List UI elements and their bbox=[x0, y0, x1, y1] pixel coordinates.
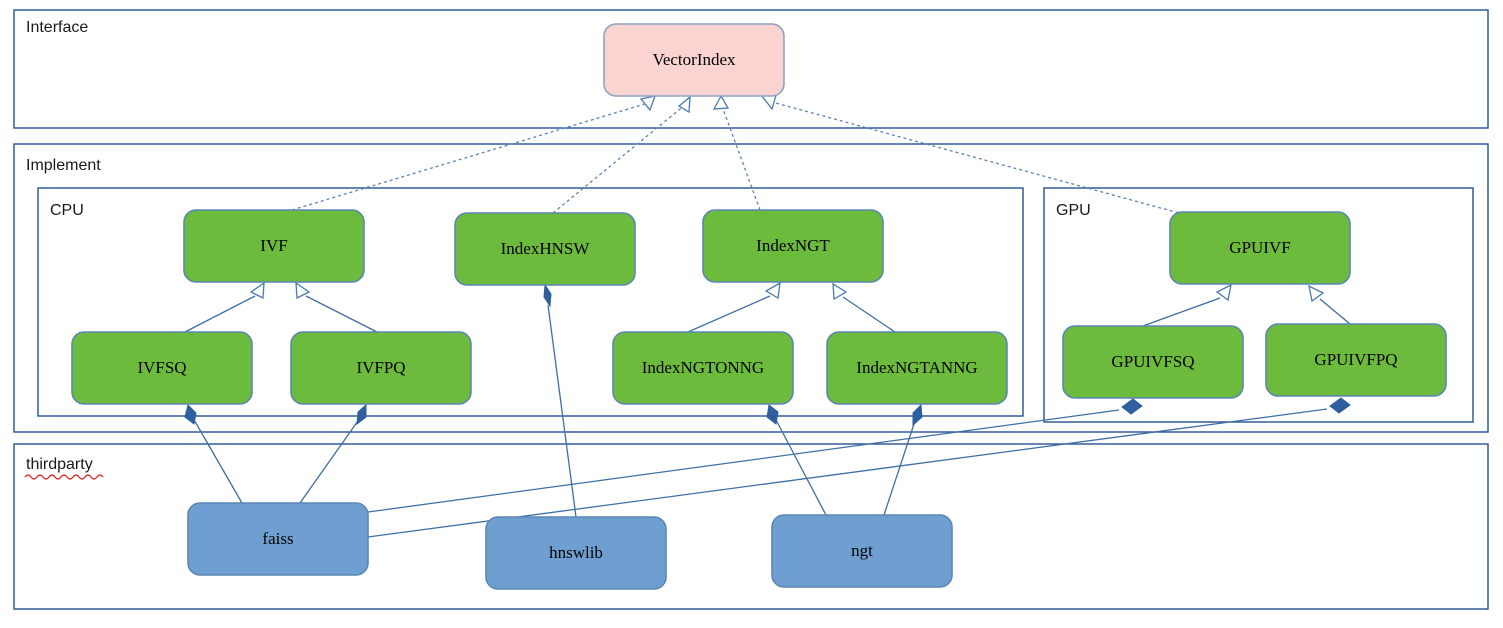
node-indexngtanng-rect bbox=[826, 331, 1008, 405]
node-gpuivfsq[interactable]: GPUIVFSQ bbox=[1062, 325, 1244, 399]
node-indexhnsw[interactable]: IndexHNSW bbox=[454, 212, 636, 286]
node-gpuivfpq-label: GPUIVFPQ bbox=[1314, 350, 1397, 369]
container-interface-label: Interface bbox=[26, 19, 88, 36]
edge-ngt-to-indexngtanng bbox=[883, 403, 923, 516]
edge-faiss-to-ivfsq bbox=[184, 404, 243, 504]
node-indexngt-label: IndexNGT bbox=[756, 236, 830, 255]
node-gpuivfpq[interactable]: GPUIVFPQ bbox=[1265, 323, 1447, 397]
node-indexhnsw-label: IndexHNSW bbox=[501, 239, 591, 258]
edge-ngt-to-indexngtonng bbox=[766, 404, 827, 516]
node-gpuivfpq-rect bbox=[1265, 323, 1447, 397]
edge-ivfsq-to-ivf bbox=[184, 281, 265, 333]
node-indexngtanng-label: IndexNGTANNG bbox=[856, 358, 977, 377]
node-indexngtonng[interactable]: IndexNGTONNG bbox=[612, 331, 794, 405]
node-indexngt[interactable]: IndexNGT bbox=[702, 209, 884, 283]
edge-indexhnsw-to-vectorindex bbox=[552, 95, 691, 214]
edge-faiss-to-gpuivfpq bbox=[367, 397, 1351, 538]
edge-hnswlib-to-indexhnsw bbox=[543, 283, 577, 518]
container-gpu-label: GPU bbox=[1056, 202, 1091, 219]
node-vectorindex-rect bbox=[603, 23, 785, 97]
container-thirdparty-label: thirdparty bbox=[26, 456, 93, 473]
edge-indexngtanng-to-indexngt bbox=[832, 282, 896, 333]
node-indexngtonng-rect bbox=[612, 331, 794, 405]
edge-indexngt-to-vectorindex bbox=[712, 94, 761, 211]
node-faiss[interactable]: faiss bbox=[187, 502, 369, 576]
node-indexngt-rect bbox=[702, 209, 884, 283]
node-ivfpq[interactable]: IVFPQ bbox=[290, 331, 472, 405]
node-ivfsq-rect bbox=[71, 331, 253, 405]
node-gpuivf-label: GPUIVF bbox=[1229, 238, 1290, 257]
node-faiss-rect bbox=[187, 502, 369, 576]
edge-indexngtonng-to-indexngt bbox=[687, 281, 781, 333]
node-indexngtanng[interactable]: IndexNGTANNG bbox=[826, 331, 1008, 405]
node-faiss-label: faiss bbox=[262, 529, 293, 548]
node-vectorindex-label: VectorIndex bbox=[652, 50, 736, 69]
node-indexhnsw-rect bbox=[454, 212, 636, 286]
node-gpuivfsq-rect bbox=[1062, 325, 1244, 399]
node-hnswlib-label: hnswlib bbox=[549, 543, 603, 562]
node-ivfpq-label: IVFPQ bbox=[356, 358, 405, 377]
node-ivfpq-rect bbox=[290, 331, 472, 405]
node-indexngtonng-label: IndexNGTONNG bbox=[642, 358, 764, 377]
spellcheck-underline bbox=[24, 474, 104, 480]
edge-faiss-to-gpuivfsq bbox=[367, 398, 1143, 513]
node-ivf[interactable]: IVF bbox=[183, 209, 365, 283]
node-gpuivfsq-label: GPUIVFSQ bbox=[1111, 352, 1194, 371]
node-ngt-rect bbox=[771, 514, 953, 588]
node-ngt[interactable]: ngt bbox=[771, 514, 953, 588]
node-gpuivf-rect bbox=[1169, 211, 1351, 285]
container-cpu-label: CPU bbox=[50, 202, 84, 219]
edge-gpuivfsq-to-gpuivf bbox=[1142, 283, 1232, 327]
node-hnswlib[interactable]: hnswlib bbox=[485, 516, 667, 590]
edge-ivf-to-vectorindex bbox=[291, 95, 657, 211]
edge-faiss-to-ivfpq bbox=[299, 403, 367, 504]
container-implement-label: Implement bbox=[26, 157, 101, 174]
node-ivfsq-label: IVFSQ bbox=[137, 358, 186, 377]
node-ivfsq[interactable]: IVFSQ bbox=[71, 331, 253, 405]
node-vectorindex[interactable]: VectorIndex bbox=[603, 23, 785, 97]
node-ivf-rect bbox=[183, 209, 365, 283]
edge-ivfpq-to-ivf bbox=[295, 281, 378, 333]
node-ivf-label: IVF bbox=[260, 236, 287, 255]
node-gpuivf[interactable]: GPUIVF bbox=[1169, 211, 1351, 285]
edge-gpuivfpq-to-gpuivf bbox=[1308, 284, 1351, 325]
node-hnswlib-rect bbox=[485, 516, 667, 590]
node-ngt-label: ngt bbox=[851, 541, 873, 560]
